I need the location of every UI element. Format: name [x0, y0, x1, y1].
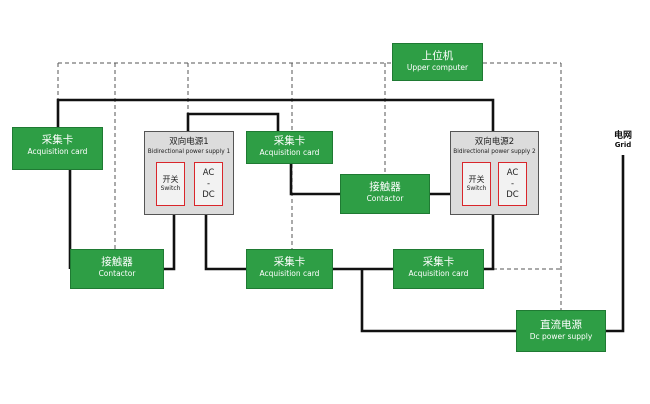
upper-computer-label: 上位机 — [421, 50, 454, 62]
psu2-switch[interactable]: 开关 Switch — [462, 162, 491, 206]
acquisition-card-sublabel: Acquisition card — [408, 269, 469, 278]
ac-label: AC — [506, 168, 519, 178]
upper-computer-box[interactable]: 上位机 Upper computer — [392, 43, 483, 81]
acquisition-card-top-mid[interactable]: 采集卡 Acquisition card — [246, 131, 333, 164]
ac-label: AC — [202, 168, 215, 178]
psu1-switch[interactable]: 开关 Switch — [156, 162, 185, 206]
acquisition-card-label: 采集卡 — [273, 256, 306, 268]
power-lines — [56, 98, 625, 333]
bidirectional-power-supply-2[interactable]: 双向电源2 Bidirectional power supply 2 开关 Sw… — [450, 131, 539, 215]
switch-sublabel: Switch — [160, 185, 181, 192]
acquisition-card-bottom-right[interactable]: 采集卡 Acquisition card — [393, 249, 484, 289]
contactor-left[interactable]: 接触器 Contactor — [70, 249, 164, 289]
psu2-title: 双向电源2 — [474, 137, 515, 147]
dc-label: DC — [202, 190, 215, 200]
contactor-sublabel: Contactor — [366, 194, 404, 203]
psu2-subtitle: Bidirectional power supply 2 — [453, 149, 536, 155]
psu2-ac-dc-converter[interactable]: AC - DC — [498, 162, 527, 206]
acquisition-card-sublabel: Acquisition card — [259, 148, 320, 157]
upper-computer-sublabel: Upper computer — [406, 63, 469, 72]
acquisition-card-sublabel: Acquisition card — [27, 147, 88, 156]
acquisition-card-label: 采集卡 — [41, 134, 74, 146]
acquisition-card-sublabel: Acquisition card — [259, 269, 320, 278]
grid-label-cn: 电网 — [613, 131, 632, 141]
dash-label: - — [510, 179, 515, 189]
psu1-ac-dc-converter[interactable]: AC - DC — [194, 162, 223, 206]
psu1-title: 双向电源1 — [169, 137, 209, 147]
switch-sublabel: Switch — [466, 185, 487, 192]
contactor-label: 接触器 — [369, 181, 401, 193]
psu1-subtitle: Bidirectional power supply 1 — [147, 149, 231, 155]
contactor-mid[interactable]: 接触器 Contactor — [340, 174, 430, 214]
acquisition-card-bottom-mid[interactable]: 采集卡 Acquisition card — [246, 249, 333, 289]
contactor-sublabel: Contactor — [98, 269, 136, 278]
bidirectional-power-supply-1[interactable]: 双向电源1 Bidirectional power supply 1 开关 Sw… — [144, 131, 234, 215]
grid-label-en: Grid — [614, 141, 632, 149]
contactor-label: 接触器 — [101, 256, 133, 268]
acquisition-card-label: 采集卡 — [422, 256, 455, 268]
dc-power-supply-label: 直流电源 — [540, 319, 582, 331]
switch-label: 开关 — [162, 175, 179, 184]
dc-power-supply-sublabel: Dc power supply — [529, 332, 593, 341]
acquisition-card-label: 采集卡 — [273, 135, 306, 147]
dc-power-supply-box[interactable]: 直流电源 Dc power supply — [516, 310, 606, 352]
dc-label: DC — [506, 190, 519, 200]
dash-label: - — [206, 179, 211, 189]
switch-label: 开关 — [468, 175, 485, 184]
acquisition-card-left[interactable]: 采集卡 Acquisition card — [12, 127, 103, 170]
grid-label: 电网 Grid — [608, 131, 638, 150]
